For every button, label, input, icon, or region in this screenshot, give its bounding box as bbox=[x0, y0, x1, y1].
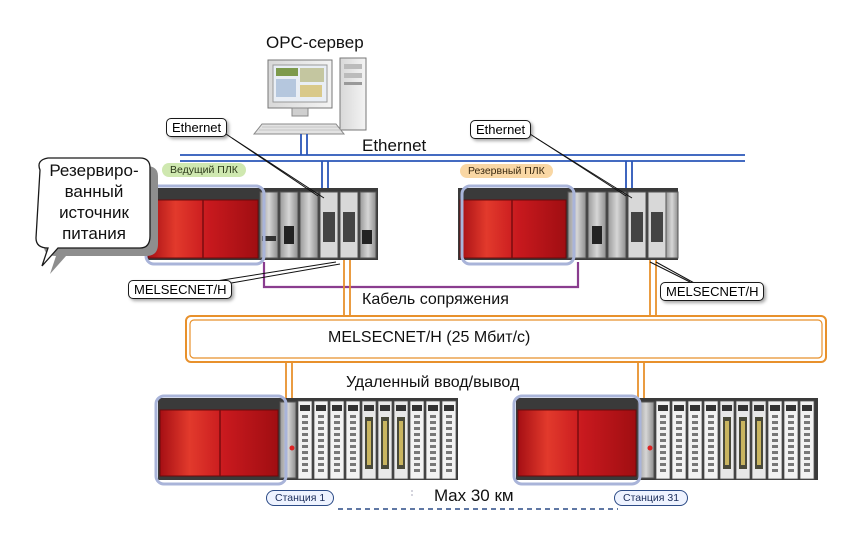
remote-io-label: Удаленный ввод/вывод bbox=[346, 374, 520, 391]
redundant-power-line-1: Резервиро- bbox=[49, 161, 139, 180]
redundant-power-line-3: источник bbox=[59, 203, 129, 222]
melsecnet-callout-right: MELSECNET/H bbox=[660, 282, 765, 301]
network-label: MELSECNET/H (25 Мбит/с) bbox=[328, 329, 531, 346]
callout-leaders bbox=[209, 133, 697, 287]
melsecnet-callout-left: MELSECNET/H bbox=[128, 280, 233, 299]
melsecnet-network-band bbox=[185, 315, 827, 363]
ethernet-callout-right: Ethernet bbox=[470, 120, 532, 139]
max-distance-label: Max 30 км bbox=[434, 486, 514, 505]
backup-plc-rack bbox=[458, 184, 679, 266]
redundant-power-text: Резервиро- ванный источник питания bbox=[38, 160, 150, 244]
tracking-cable-label: Кабель сопряжения bbox=[362, 291, 509, 308]
redundant-power-line-2: ванный bbox=[64, 182, 124, 201]
redundant-power-bubble bbox=[35, 157, 158, 274]
master-plc-badge: Ведущий ПЛК bbox=[162, 163, 246, 177]
remote-io-station-1 bbox=[154, 394, 458, 486]
opc-server-label: OPC-сервер bbox=[266, 33, 364, 52]
melsecnet-links bbox=[285, 260, 657, 400]
remote-io-station-31 bbox=[512, 394, 818, 486]
station-1-badge: Станция 1 bbox=[266, 490, 335, 506]
redundant-power-line-4: питания bbox=[62, 224, 126, 243]
ethernet-callout-left: Ethernet bbox=[166, 118, 228, 137]
station-31-badge: Станция 31 bbox=[614, 490, 689, 506]
master-plc-rack bbox=[144, 184, 378, 266]
backup-plc-badge: Резервный ПЛК bbox=[460, 164, 553, 178]
ethernet-bus-label: Ethernet bbox=[362, 136, 427, 155]
tracking-cable bbox=[262, 262, 580, 289]
opc-server-pc-icon bbox=[252, 57, 367, 135]
